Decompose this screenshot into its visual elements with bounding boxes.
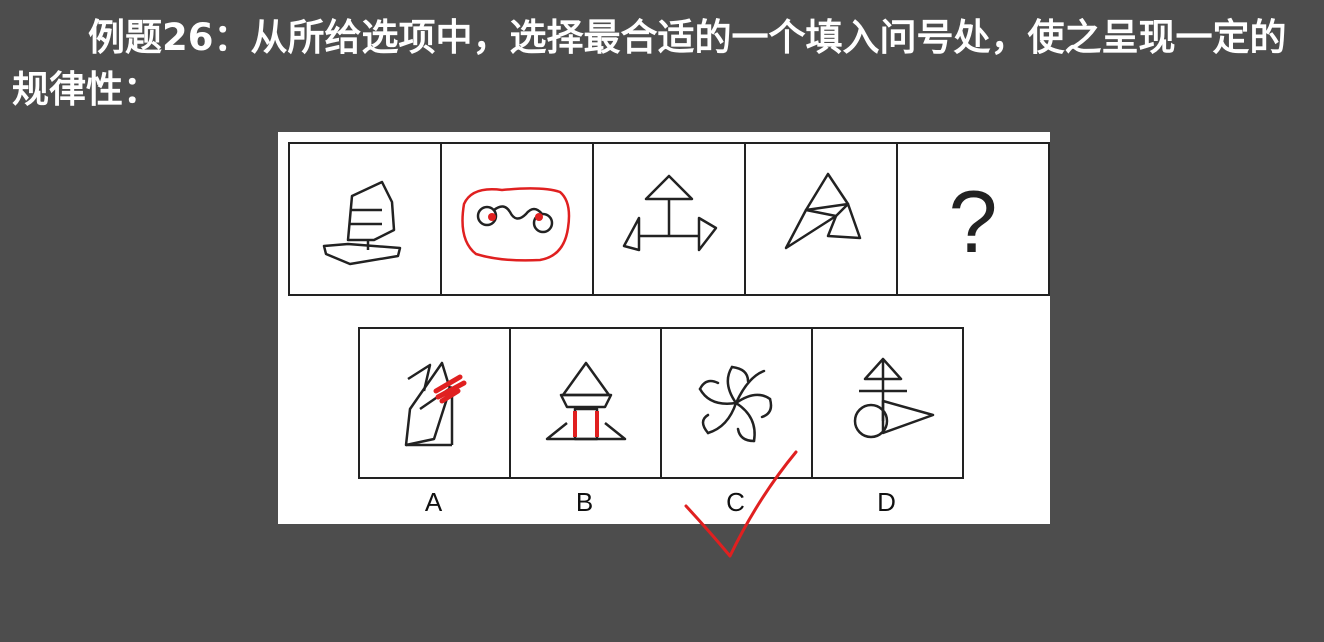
- option-a[interactable]: [358, 327, 511, 479]
- option-b[interactable]: [509, 327, 662, 479]
- sequence-cell-5: ?: [896, 142, 1050, 296]
- sequence-cell-3: [592, 142, 746, 296]
- option-labels: A B C D: [358, 487, 962, 518]
- options-row: [358, 327, 964, 479]
- tree-triangles-figure-icon: [545, 361, 627, 441]
- sequence-cell-4: [744, 142, 898, 296]
- question-mark-icon: ?: [949, 172, 998, 271]
- question-mark-text: ?: [949, 172, 998, 271]
- sequence-cell-2: [440, 142, 594, 296]
- sequence-row: ?: [288, 142, 1050, 296]
- zigzag-triangles-figure-icon: [404, 361, 467, 447]
- folded-triangles-figure-icon: [784, 172, 862, 250]
- option-label-b: B: [575, 487, 594, 517]
- triangles-with-circle-figure-icon: [853, 357, 935, 439]
- two-circles-wavy-line-figure-icon: [461, 187, 571, 262]
- sail-boat-figure-icon: [322, 180, 402, 266]
- puzzle-panel: ?: [278, 132, 1050, 524]
- question-text: 例题26：从所给选项中，选择最合适的一个填入问号处，使之呈现一定的规律性：: [12, 16, 1287, 111]
- option-label-d: D: [877, 487, 896, 517]
- spiral-pinwheel-figure-icon: [698, 365, 773, 443]
- option-d[interactable]: [811, 327, 964, 479]
- triangle-with-two-side-triangles-figure-icon: [622, 174, 718, 252]
- option-label-a: A: [424, 487, 443, 517]
- sequence-cell-1: [288, 142, 442, 296]
- option-label-c: C: [726, 487, 745, 517]
- red-checkmark-icon: [684, 450, 798, 558]
